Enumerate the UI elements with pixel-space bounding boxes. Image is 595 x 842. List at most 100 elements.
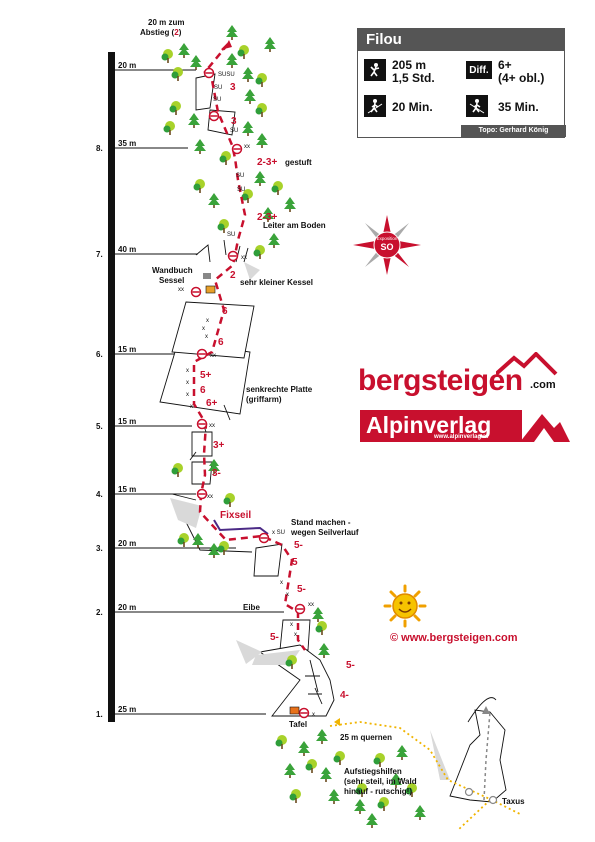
pitch-number: 1. — [96, 710, 103, 719]
bolt-mark: xx — [244, 144, 250, 150]
tree-icon — [219, 151, 231, 165]
seat-icon — [205, 285, 216, 294]
pitch-number: 6. — [96, 350, 103, 359]
bolt-mark: x — [190, 404, 193, 410]
belay-icon — [298, 707, 310, 719]
grade-label: 2-3+ — [257, 212, 277, 223]
belay-icon — [227, 250, 239, 262]
bolt-mark: x — [280, 580, 283, 586]
tree-icon — [316, 729, 328, 744]
tree-icon — [208, 193, 220, 208]
tree-icon — [217, 219, 229, 233]
label-eibe: Eibe — [243, 603, 260, 612]
tree-icon — [192, 533, 204, 548]
bolt-mark: xx — [207, 494, 213, 500]
bolt-mark: xx — [308, 602, 314, 608]
tree-icon — [254, 171, 266, 186]
descent-arrow-icon — [224, 40, 232, 49]
tree-icon — [217, 541, 229, 555]
hiker-up-icon — [364, 95, 386, 117]
pitch-length: 20 m — [118, 61, 136, 70]
tree-icon — [194, 139, 206, 154]
grade-label: 5 — [292, 557, 298, 568]
grade-label: 2-3+ — [257, 157, 277, 168]
pitch-number: 4. — [96, 490, 103, 499]
descent-label-2: Abstieg (2) — [140, 28, 182, 37]
grade-label: 3- — [212, 468, 221, 479]
label-platte-2: (griffarm) — [246, 395, 282, 404]
grade-label: 6 — [222, 306, 228, 317]
tree-icon — [171, 67, 183, 81]
tree-icon — [396, 745, 408, 760]
pitch-length: 25 m — [118, 705, 136, 714]
label-hilfen-2: (sehr steil, im Wald — [344, 777, 417, 786]
grade-label: 5- — [270, 632, 279, 643]
compass-direction: SO — [380, 242, 393, 252]
tree-icon — [354, 799, 366, 814]
tree-icon — [305, 759, 317, 773]
grade-label: 5+ — [200, 370, 212, 381]
bolt-mark: SU — [214, 85, 222, 91]
bergsteigen-logo: bergsteigen .com — [356, 352, 576, 402]
pitch-number: 2. — [96, 608, 103, 617]
tree-icon — [320, 767, 332, 782]
tree-icon — [169, 101, 181, 115]
belay-icon — [190, 286, 202, 298]
belay-icon — [231, 143, 243, 155]
tree-icon — [289, 789, 301, 803]
tree-icon — [315, 621, 327, 635]
label-hilfen-3: hinauf - rutschig!) — [344, 787, 412, 796]
grade-label: 6 — [218, 337, 224, 348]
tree-icon — [264, 37, 276, 52]
label-gestuft: gestuft — [285, 158, 312, 167]
route-title: Filou — [358, 29, 564, 51]
fixed-rope — [213, 519, 269, 535]
tree-icon — [242, 121, 254, 136]
hiker-down-icon — [466, 95, 488, 117]
tree-icon — [328, 789, 340, 804]
publisher-name: Alpinverlag — [366, 412, 492, 438]
label-hilfen: Aufstiegshilfen — [344, 767, 402, 776]
route-labels: 20 m zum Abstieg (2) gestuft Leiter am B… — [140, 18, 525, 806]
taxus-path — [483, 711, 491, 801]
bolt-mark: SU — [230, 128, 238, 134]
tree-icon — [377, 797, 389, 811]
alpinverlag-mountain-icon — [520, 414, 570, 442]
bolt-mark: x — [206, 318, 209, 324]
bolt-mark: x — [294, 632, 297, 638]
approach-time: 20 Min. — [392, 100, 433, 114]
sign-board-icon — [289, 706, 300, 715]
tree-icon — [275, 735, 287, 749]
tree-icon — [242, 67, 254, 82]
bolt-mark: SU — [227, 232, 235, 238]
route-info-card: Filou 205 m 1,5 Std. Diff. 6+ (4+ obl.) … — [357, 28, 566, 138]
bolt-marks: SUSU SU SU SU xx SU SU SU xx xx xx xx xx… — [178, 72, 315, 718]
belay-icon — [294, 603, 306, 615]
bolt-mark: x — [202, 326, 205, 332]
tree-icon — [284, 763, 296, 778]
bolt-mark: x — [205, 334, 208, 340]
tree-icon — [333, 751, 345, 765]
brand-name: bergsteigen — [358, 364, 523, 397]
pitch-markers: 20 m8.35 m7.40 m6.15 m5.15 m4.15 m3.20 m… — [96, 61, 284, 719]
publisher-url: www.alpinverlag.at — [434, 434, 489, 440]
tree-icon — [284, 197, 296, 212]
label-leiter: Leiter am Boden — [263, 221, 326, 230]
label-stand: Stand machen - — [291, 518, 351, 527]
belay-icon — [258, 532, 270, 544]
tree-icon — [255, 103, 267, 117]
label-fixseil: Fixseil — [220, 510, 251, 521]
bolt-mark: x — [186, 392, 189, 398]
pitch-length: 35 m — [118, 139, 136, 148]
grade-label: 3+ — [213, 440, 225, 451]
bolt-mark: SU — [237, 187, 245, 193]
belay-icon — [208, 110, 220, 122]
descent-label: 20 m zum — [148, 18, 184, 27]
belay-icon — [196, 418, 208, 430]
pitch-length: 20 m — [118, 539, 136, 548]
label-kessel: sehr kleiner Kessel — [240, 278, 313, 287]
tree-icon — [190, 55, 202, 70]
summit-book-icon — [203, 273, 211, 279]
approach-path — [329, 721, 521, 831]
